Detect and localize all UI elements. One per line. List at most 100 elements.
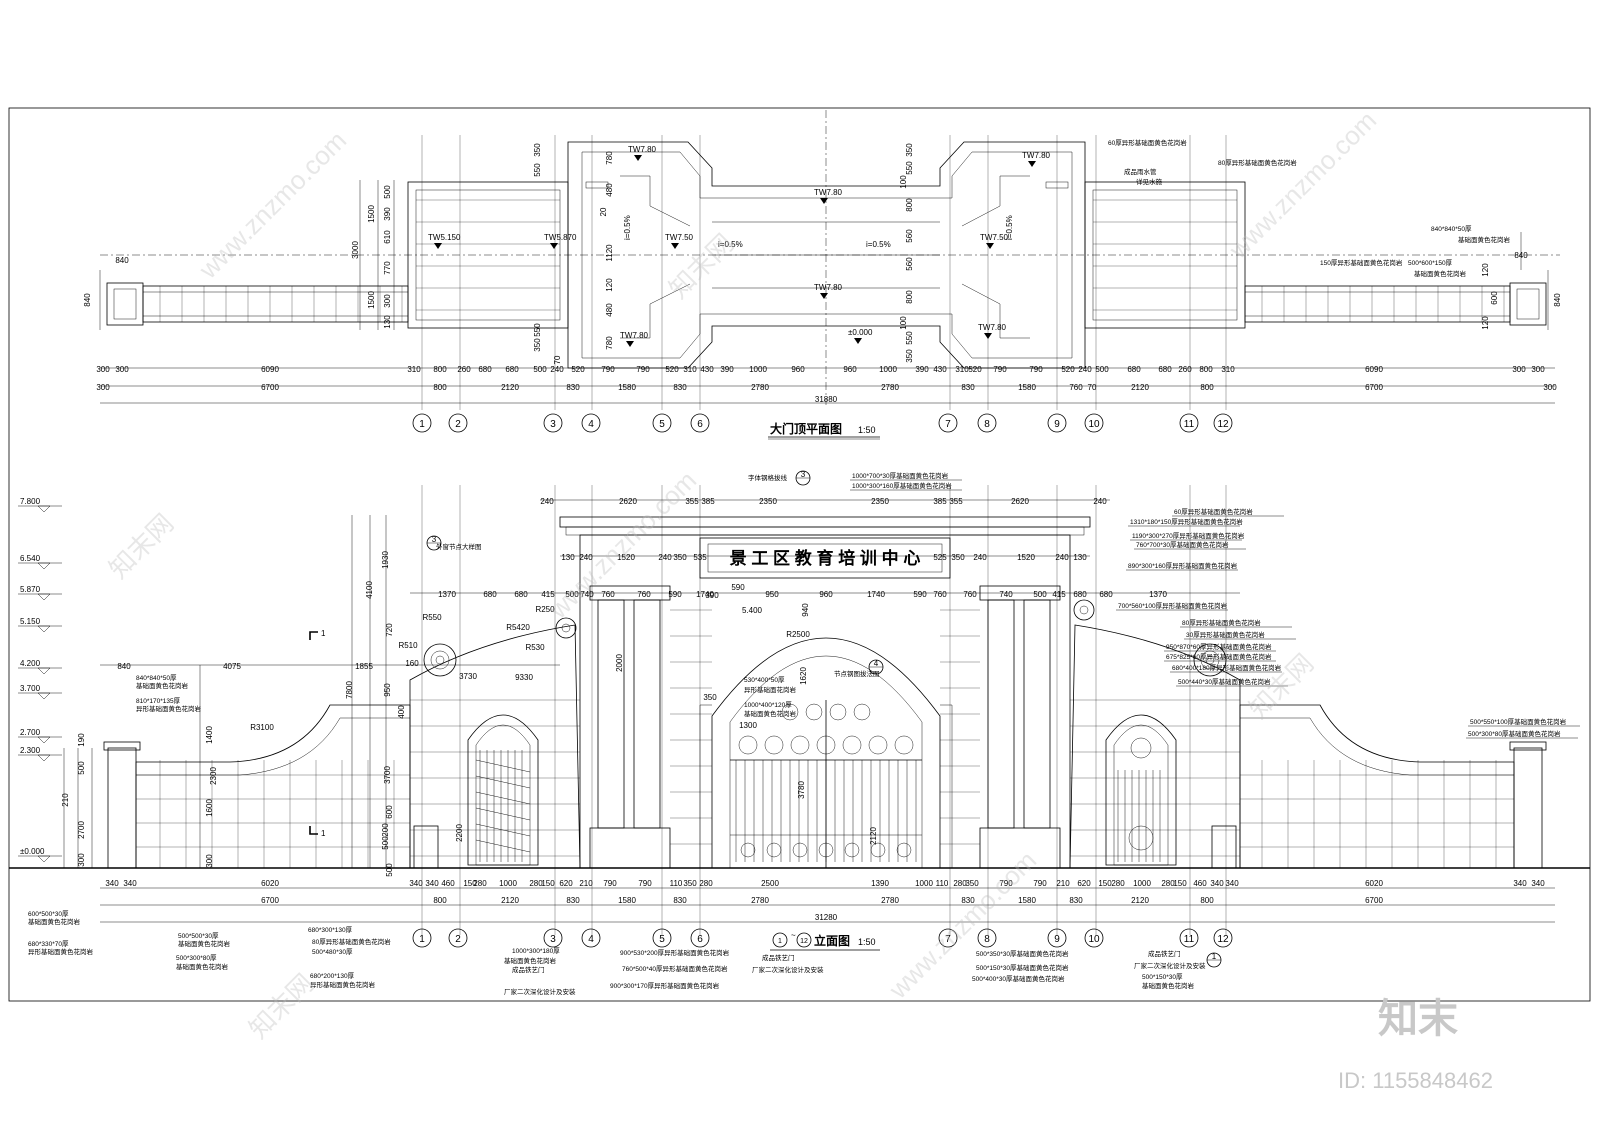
dim-row1: 520 [571, 365, 585, 374]
dim-row1: 240 [1078, 365, 1092, 374]
dim-row1: 310 [683, 365, 697, 374]
dim-left-elev: 9330 [515, 673, 533, 682]
dim-row1: 680 [1127, 365, 1141, 374]
axis-label: 9 [1054, 419, 1060, 430]
dim-bottom1: 150 [1173, 879, 1187, 888]
dim-bottom1: 340 [1210, 879, 1224, 888]
dim-row1: 6090 [1365, 365, 1383, 374]
right-note: 680*400*180厚异形基础面黄色花岗岩 [1172, 663, 1282, 672]
spot-level-marker [854, 338, 862, 344]
level-label: 7.800 [20, 497, 41, 506]
slope-label: i=0.5% [623, 215, 632, 240]
dim-arch: 590 [913, 590, 927, 599]
center-note: 基础面黄色花岗岩 [744, 709, 797, 718]
dim-arch: 960 [819, 590, 833, 599]
dim-row1: 500 [533, 365, 547, 374]
dim-row2: 6700 [1365, 383, 1383, 392]
section-mark-label: 1 [321, 829, 326, 838]
watermark-text: www.znzmo.com [192, 125, 352, 285]
left-note: 基础面黄色花岗岩 [28, 917, 81, 926]
dim-inner: 780 [605, 151, 614, 165]
axis-label: 3 [550, 934, 556, 945]
center-note: 500*400*30厚基础面黄色花岗岩 [972, 974, 1065, 983]
axis-bubble [1179, 413, 1199, 433]
dim-left: 840 [83, 293, 92, 307]
dim-right: 550 [905, 161, 914, 175]
dim-row2: 800 [433, 383, 447, 392]
level-marker [37, 505, 51, 513]
dim-left-elev: 600 [385, 805, 394, 819]
dim-left-elev: 1600 [205, 799, 214, 817]
dim-row2: 830 [673, 383, 687, 392]
axis-bubble [1047, 413, 1067, 433]
dim-arch: 760 [933, 590, 947, 599]
center-note: 成品铁艺门 [512, 965, 545, 974]
dim-row2: 830 [566, 383, 580, 392]
axis-bubble [1084, 928, 1104, 948]
axis-bubble [412, 413, 432, 433]
plan-note: 500*600*150厚 [1408, 259, 1453, 267]
dim-row1: 960 [843, 365, 857, 374]
dim-bottom2: 2120 [1131, 896, 1149, 905]
dim-right: 350 [905, 349, 914, 363]
dim-bottom1: 620 [1077, 879, 1091, 888]
dim-mid: 130 [1073, 553, 1087, 562]
elevation-title: 立面图 [814, 933, 850, 948]
dim-bottom1: 790 [603, 879, 617, 888]
dim-row2: 2120 [1131, 383, 1149, 392]
dim-row2: 1580 [1018, 383, 1036, 392]
center-note: 900*300*170厚异形基础面黄色花岗岩 [610, 981, 720, 990]
spot-level-marker [671, 243, 679, 249]
dim-row1: 300 [96, 365, 110, 374]
side-door-lattice [475, 759, 531, 773]
dim-row1: 790 [636, 365, 650, 374]
dim-left-elev: 400 [397, 705, 406, 719]
axis-bubble [1047, 928, 1067, 948]
spot-level-marker [820, 293, 828, 299]
left-note: 810*170*135厚 [136, 697, 181, 705]
axis-label: 6 [697, 419, 703, 430]
dim-arch: 1740 [696, 590, 714, 599]
right-note: 30厚异形基础面黄色花岗岩 [1186, 630, 1265, 639]
left-note: 500*480*30厚 [312, 948, 353, 956]
dim-row2: 760 [1069, 383, 1083, 392]
axis-label: 7 [945, 419, 951, 430]
axis-label: 8 [984, 419, 990, 430]
dim-bottom1: 1000 [915, 879, 933, 888]
dim-right: 840 [1514, 251, 1528, 260]
axis-label: 12 [1217, 419, 1229, 430]
dim-row1: 790 [1029, 365, 1043, 374]
dim-right: 600 [1490, 291, 1499, 305]
dim-inner: 20 [599, 207, 608, 216]
dim-bottom1: 280 [953, 879, 967, 888]
left-note: 基础面黄色花岗岩 [176, 962, 229, 971]
dim-row1: 430 [933, 365, 947, 374]
dim-left: 350 [533, 338, 542, 352]
dim-left-elev: R5420 [506, 623, 530, 632]
center-note: 外窗节点大样图 [436, 542, 482, 551]
axis-bubble [543, 928, 563, 948]
brand-logo-text: 知末 [1378, 997, 1458, 1041]
dim-left: 500 [383, 185, 392, 199]
dim-bottom2: 800 [1200, 896, 1214, 905]
dim-top: 2620 [619, 497, 637, 506]
dim-left-elev: 2000 [615, 654, 624, 672]
dim-arch: 1370 [1149, 590, 1167, 599]
axis-label: 12 [1217, 934, 1229, 945]
dim-arch: 680 [483, 590, 497, 599]
dim-row1: 310 [407, 365, 421, 374]
axis-label: 10 [1088, 419, 1100, 430]
right-note: 500*440*30厚基础面黄色花岗岩 [1178, 677, 1271, 686]
dim-left-elev: 2300 [209, 767, 218, 785]
dim-right: 550 [905, 331, 914, 345]
dim-bottom1: 340 [425, 879, 439, 888]
center-note: 基础面黄色花岗岩 [1142, 981, 1195, 990]
dim-top: 385 [701, 497, 715, 506]
gate-scroll [894, 735, 914, 755]
dim-left: 130 [383, 315, 392, 329]
dim-bottom2: 2780 [751, 896, 769, 905]
axis-label: 3 [550, 419, 556, 430]
gate-scroll [844, 842, 860, 858]
level-label: 5.870 [20, 585, 41, 594]
dim-bottom1: 110 [670, 879, 683, 888]
